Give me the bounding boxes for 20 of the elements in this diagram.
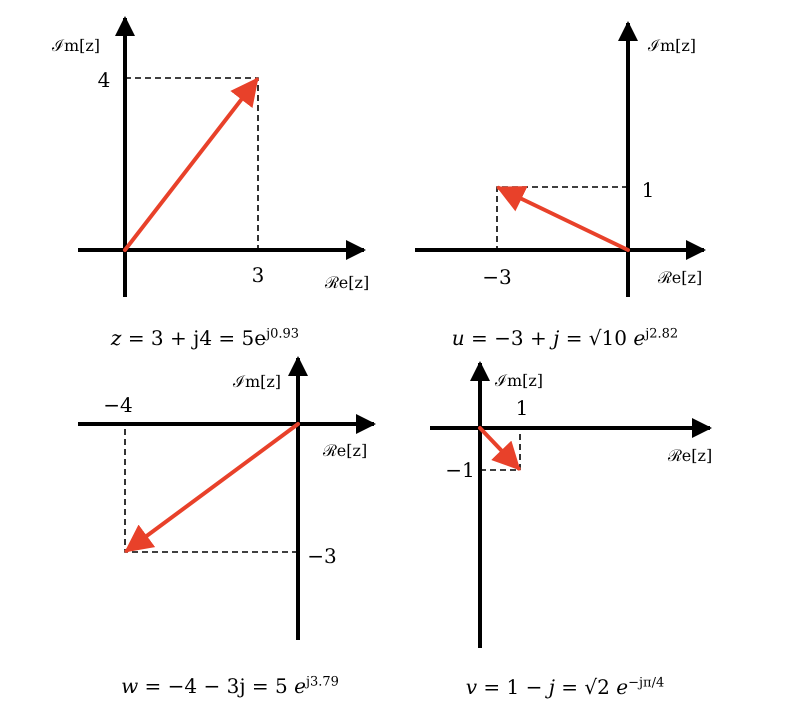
formula-caption: v = 1 −j = √2 e$^{−jπ/4}$ [466,675,664,699]
tick-label: −4 [103,393,133,417]
axis-label: ℐm[z] [648,35,696,56]
tick-label: 1 [642,178,654,202]
tick-label: −3 [482,265,512,289]
axis-label: ℛe[z] [324,272,370,293]
axis-label: ℛe[z] [658,267,702,288]
tick-label: −3 [307,544,337,568]
formula-caption: z = 3 + j4 = 5e$^{j0.93}$ [110,326,300,350]
formula-caption: w = −4 − 3j = 5 e$^{j3.79}$ [121,674,339,698]
tick-label: −1 [445,458,475,482]
tick-label: 3 [252,263,264,287]
axis-label: ℛe[z] [668,445,712,466]
axis-label: ℛe[z] [322,440,368,461]
formula-caption: u = −3 + j = √10 e$^{j2.82}$ [452,326,678,350]
axis-label: ℐm[z] [52,35,100,56]
tick-label: 1 [516,396,528,420]
axis-label: ℐm[z] [494,370,544,391]
axis-label: ℐm[z] [232,371,282,392]
tick-label: 4 [98,68,110,92]
